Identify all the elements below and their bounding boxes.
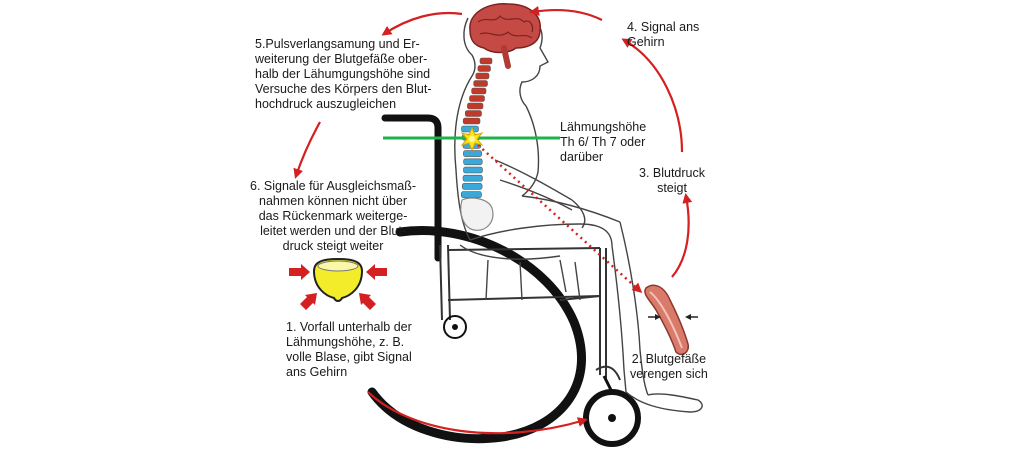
brain-icon [469,3,541,69]
arrow-step5-to-step6 [293,121,321,179]
vertebra-upper [473,80,488,87]
label-step5: 5.Pulsverlangsamung und Er-weiterung der… [255,37,432,112]
arrow-vessel-to-step3 [671,193,693,278]
label-line: Th 6/ Th 7 oder [560,135,646,149]
label-line: halb der Lähumgungshöhe sind [255,67,431,81]
vertebra-lower [462,174,483,182]
spark-icon [460,126,484,152]
label-line: das Rückenmark weiterge- [258,209,408,223]
label-line: verengen sich [630,367,708,381]
label-line: leitet werden und der Blut- [260,224,406,238]
label-line: weiterung der Blutgefäße ober- [255,52,428,66]
signal-dotted-line [477,144,643,294]
vertebra-upper [479,57,493,65]
label-line: 4. Signal ans [627,20,700,34]
vertebra-upper [464,110,482,117]
label-line: Versuche des Körpers den Blut- [255,82,432,96]
label-line: volle Blase, gibt Signal [286,350,412,364]
vertebra-upper [469,95,485,102]
pelvis [460,197,494,231]
label-line: Lähmungshöhe, z. B. [286,335,405,349]
label-step6: 6. Signale für Ausgleichsmaß-nahmen könn… [250,179,416,254]
label-line: 2. Blutgefäße [631,352,707,366]
wheelchair-backrest [381,114,442,262]
label-line: Gehirn [627,35,665,49]
label-line: steigt [657,181,687,195]
arrow-step3-to-step4 [621,38,684,153]
label-line: nahmen können nicht über [259,194,408,208]
vertebra-lower [461,183,483,190]
vertebra-lower [460,191,482,198]
label-line: hochdruck auszugleichen [255,97,397,111]
vertebra-upper [471,87,487,95]
label-line: 1. Vorfall unterhalb der [286,320,412,334]
spine-upper-vertebrae [462,57,493,125]
vertebra-lower [463,150,482,157]
wheelchair-icon [367,114,641,447]
cycle-arrows [293,5,693,435]
vertebra-upper [477,65,491,72]
arrow-brain-to-step5 [381,11,463,36]
vertebra-upper [462,117,481,125]
label-line: ans Gehirn [286,365,348,379]
label-line: 6. Signale für Ausgleichsmaß- [250,179,417,193]
vertebra-lower [463,158,483,166]
label-line: 3. Blutdruck [639,166,706,180]
wheelchair-frame [439,244,621,381]
bladder-pressure-arrows [289,264,387,310]
vertebra-lower [461,125,479,133]
label-line: 5.Pulsverlangsamung und Er- [255,37,420,51]
arrow-step4-to-brain [529,5,603,21]
vertebra-upper [475,72,490,80]
vertebra-upper [467,102,484,110]
blood-vessel-icon [644,284,698,356]
label-line: druck steigt weiter [282,239,384,253]
label-line: darüber [560,150,604,164]
wheelchair-rear-caster [443,315,467,339]
wheelchair-main-wheel [367,226,587,444]
arrow-step1-to-vessel [367,391,588,435]
bladder-icon [312,257,364,302]
label-line: Lähmungshöhe [560,120,647,134]
vertebra-lower [463,166,483,174]
